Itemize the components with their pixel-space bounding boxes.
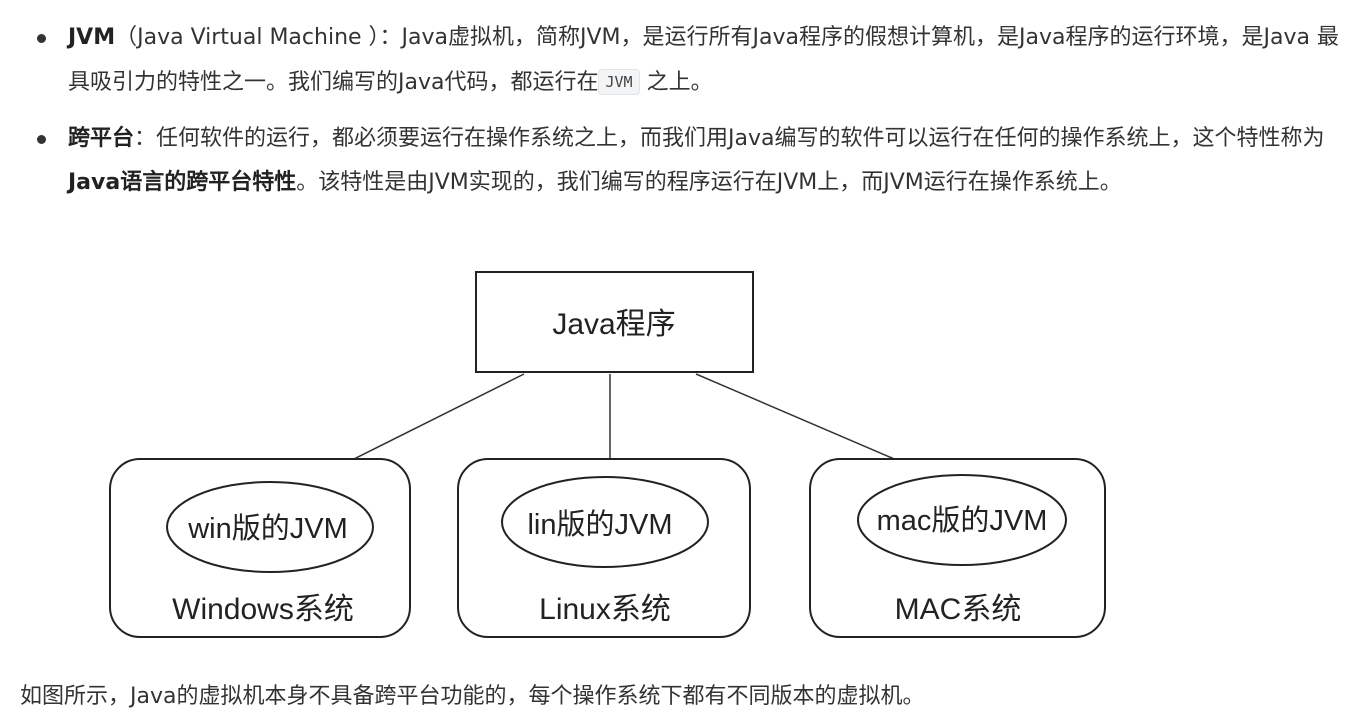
win-jvm-label: win版的JVM [187, 512, 348, 545]
windows-os-label: Windows系统 [172, 593, 354, 626]
term-jvm: JVM [68, 25, 116, 50]
jvm-diagram: Java程序 win版的JVM Windows系统 lin版的JVM Linux… [109, 271, 1106, 638]
cross-platform-description: ：任何软件的运行，都必须要运行在操作系统之上，而我们用Java编写的软件可以运行… [134, 126, 1325, 151]
linux-os-label: Linux系统 [539, 593, 671, 626]
linux-system-box: lin版的JVM Linux系统 [457, 458, 751, 638]
mac-jvm-ellipse [857, 474, 1067, 566]
lin-jvm-label: lin版的JVM [527, 508, 672, 541]
java-program-label: Java程序 [552, 308, 675, 341]
cross-platform-emphasis: Java语言的跨平台特性 [68, 170, 297, 195]
jvm-description: （Java Virtual Machine ）：Java虚拟机，简称JVM，是运… [68, 25, 1339, 95]
inline-code-jvm: JVM [598, 69, 640, 95]
mac-system-box: mac版的JVM MAC系统 [809, 458, 1106, 638]
bullet-list: JVM（Java Virtual Machine ）：Java虚拟机，简称JVM… [30, 16, 1345, 217]
bullet-dot [37, 135, 46, 144]
bullet-jvm: JVM（Java Virtual Machine ）：Java虚拟机，简称JVM… [30, 16, 1345, 105]
windows-system-box: win版的JVM Windows系统 [109, 458, 411, 638]
java-program-box [475, 271, 754, 373]
mac-os-label: MAC系统 [895, 593, 1022, 626]
bullet-dot [37, 34, 46, 43]
figure-caption: 如图所示，Java的虚拟机本身不具备跨平台功能的，每个操作系统下都有不同版本的虚… [20, 684, 925, 709]
bullet-cross-platform: 跨平台：任何软件的运行，都必须要运行在操作系统之上，而我们用Java编写的软件可… [30, 117, 1345, 205]
mac-jvm-label: mac版的JVM [877, 504, 1048, 537]
jvm-description-end: 之上。 [639, 70, 713, 95]
win-jvm-ellipse [166, 481, 374, 573]
term-cross-platform: 跨平台 [68, 126, 135, 151]
cross-platform-description-end: 。该特性是由JVM实现的，我们编写的程序运行在JVM上，而JVM运行在操作系统上… [296, 170, 1122, 195]
lin-jvm-ellipse [501, 476, 709, 568]
